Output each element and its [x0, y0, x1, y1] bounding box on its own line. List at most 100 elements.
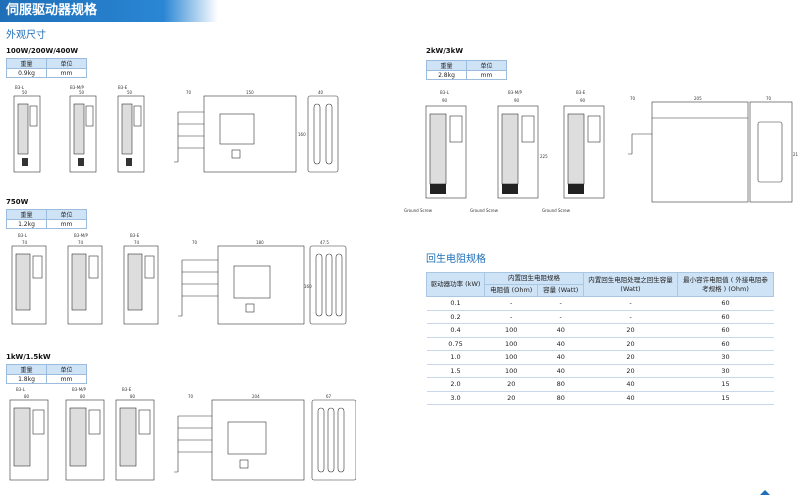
dim-label: 80	[24, 394, 30, 399]
col-resistance: 电阻值 (Ohm)	[483, 284, 539, 297]
ground-screw-label: Ground Screw	[542, 208, 571, 213]
table-cell: 40	[583, 391, 678, 405]
drawing-group-1: B3-L B3-M/P B3-E 50 50 50 70 150 40 160	[13, 85, 339, 173]
dim-label: 50	[79, 90, 85, 95]
weight-header: 重量	[6, 58, 47, 69]
table-cell: 0.2	[426, 310, 485, 324]
table-cell: 20	[583, 337, 678, 351]
weight-value: 0.9kg	[6, 68, 47, 78]
table-cell: 20	[583, 323, 678, 338]
table-cell: 2.0	[426, 377, 485, 392]
table-row: 0.2---60	[426, 310, 774, 324]
view-label: B3-E	[576, 90, 586, 95]
weight-header: 重量	[426, 60, 467, 71]
table-cell: 40	[537, 364, 584, 378]
dim-label: 90	[580, 98, 586, 103]
table-cell: 0.4	[426, 323, 485, 338]
table-cell: 60	[677, 310, 774, 324]
table-cell: 60	[677, 296, 774, 311]
view-label: B3-M/P	[74, 233, 89, 238]
table-cell: -	[484, 310, 538, 324]
dim-label: 74	[78, 240, 84, 245]
table-cell: -	[583, 310, 678, 324]
view-label: B3-E	[130, 233, 140, 238]
dim-label: 204	[252, 394, 260, 399]
dim-label: 180	[256, 240, 264, 245]
col-capacity: 容量 (Watt)	[537, 284, 584, 297]
table-cell: 60	[677, 337, 774, 351]
col-power: 驱动器功率 (kW)	[426, 272, 485, 297]
dim-label: 40	[318, 90, 324, 95]
dim-label: 50	[22, 90, 28, 95]
view-label: B3-L	[18, 233, 28, 238]
weight-value: 1.2kg	[6, 219, 47, 229]
table-cell: 0.1	[426, 296, 485, 311]
dim-label: 70	[186, 90, 192, 95]
dims-heading: 外观尺寸	[6, 30, 46, 41]
weight-value: 2.8kg	[426, 70, 467, 80]
unit-value: mm	[466, 70, 507, 80]
dim-label: 160	[304, 284, 312, 289]
dim-label: 47.5	[320, 240, 329, 245]
table-cell: 3.0	[426, 391, 485, 405]
dim-label: 74	[22, 240, 28, 245]
page-title-banner: 伺服驱动器规格	[0, 0, 218, 22]
dim-label: 80	[130, 394, 136, 399]
dim-label: 90	[514, 98, 520, 103]
table-cell: -	[583, 296, 678, 311]
group-title-4: 2kW/3kW	[426, 47, 464, 55]
table-cell: 20	[583, 350, 678, 365]
table-cell: 40	[583, 377, 678, 392]
view-label: B3-M/P	[508, 90, 523, 95]
table-cell: -	[484, 296, 538, 311]
dim-label: 70	[630, 96, 636, 101]
dim-label: 160	[298, 132, 306, 137]
table-cell: 100	[484, 350, 538, 365]
table-row: 0.1---60	[426, 296, 774, 311]
col-builtin: 内置回生电阻规格	[484, 272, 584, 285]
table-cell: 15	[677, 377, 774, 392]
table-cell: -	[537, 310, 584, 324]
view-label: B3-M/P	[70, 85, 85, 90]
dim-label: 90	[442, 98, 448, 103]
drawing-group-3: B3-L B3-M/P B3-E 80 80 80 70 204 67	[9, 387, 356, 481]
table-cell: 15	[677, 391, 774, 405]
dim-label: 205	[694, 96, 702, 101]
weight-header: 重量	[6, 364, 47, 375]
unit-value: mm	[46, 219, 87, 229]
view-label: B3-L	[440, 90, 450, 95]
dim-label: 150	[246, 90, 254, 95]
ground-screw-label: Ground Screw	[470, 208, 499, 213]
page-title: 伺服驱动器规格	[6, 3, 98, 18]
table-cell: 40	[537, 323, 584, 338]
dim-label: 70	[192, 240, 198, 245]
table-cell: 100	[484, 364, 538, 378]
dim-label: 74	[134, 240, 140, 245]
table-cell: -	[537, 296, 584, 311]
view-label: B3-E	[122, 387, 132, 392]
table-cell: 1.5	[426, 364, 485, 378]
view-label: B3-L	[16, 387, 26, 392]
view-label: B3-L	[15, 85, 25, 90]
dim-label: 70	[766, 96, 772, 101]
group-title-3: 1kW/1.5kW	[6, 353, 51, 361]
regen-table: 驱动器功率 (kW) 内置回生电阻规格 内置回生电阻处理之回生容量 (Watt)…	[426, 272, 774, 405]
unit-header: 单位	[46, 58, 87, 69]
dim-label: 210	[793, 152, 798, 157]
table-cell: 100	[484, 337, 538, 351]
dim-label: 50	[127, 90, 133, 95]
corner-arrow-icon	[760, 490, 770, 495]
regen-heading: 回生电阻规格	[426, 254, 486, 265]
unit-header: 单位	[46, 209, 87, 220]
table-cell: 100	[484, 323, 538, 338]
unit-header: 单位	[46, 364, 87, 375]
unit-value: mm	[46, 68, 87, 78]
drawing-group-4: B3-L B3-M/P B3-E 90 90 90 70 205 70 225 …	[404, 90, 798, 213]
